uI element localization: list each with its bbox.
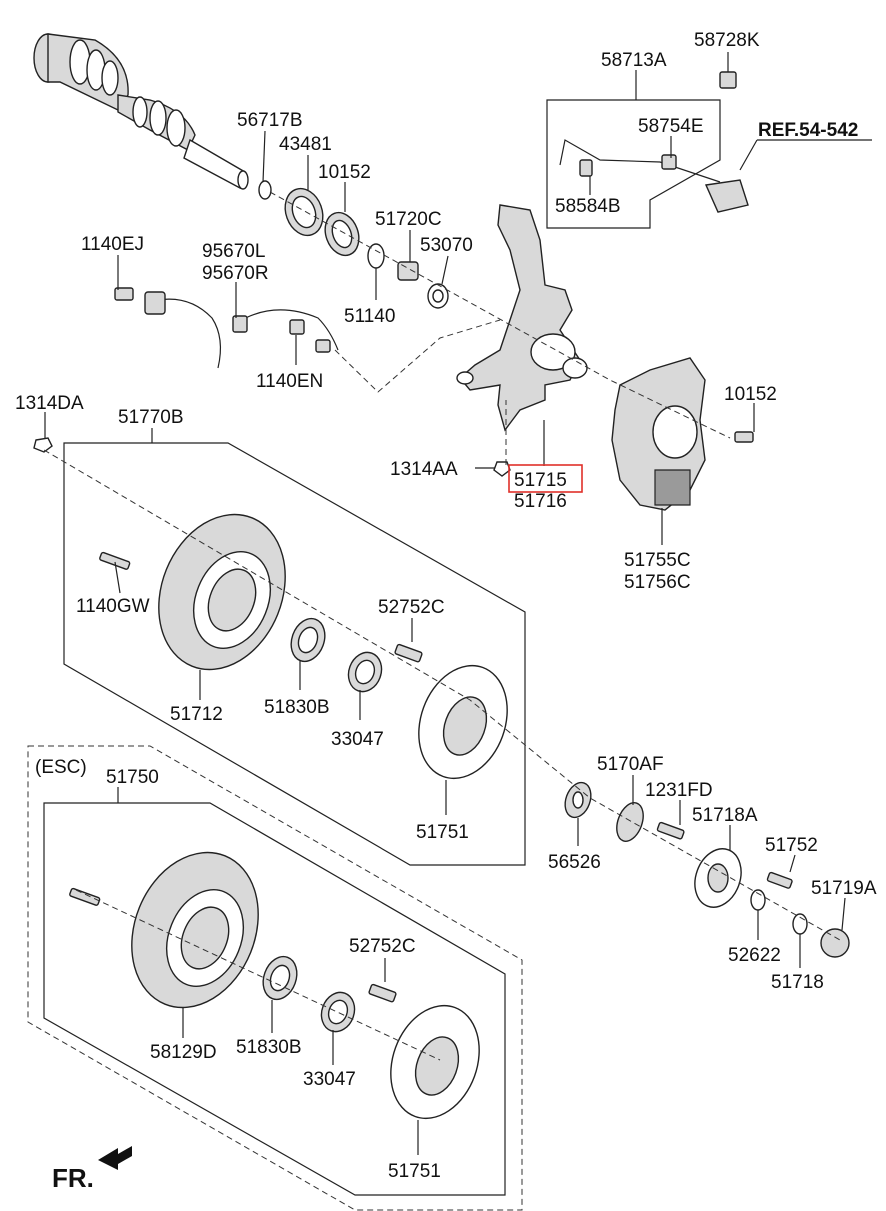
label-52752C-lower[interactable]: 52752C (349, 936, 416, 957)
label-5170AF[interactable]: 5170AF (597, 754, 664, 775)
axis-lines (43, 191, 841, 1061)
label-58728K[interactable]: 58728K (694, 30, 760, 51)
label-51712[interactable]: 51712 (170, 704, 223, 725)
brake-hose-group (546, 71, 749, 229)
label-51720C[interactable]: 51720C (375, 209, 442, 230)
label-58713A[interactable]: 58713A (601, 50, 667, 71)
label-56717B[interactable]: 56717B (237, 110, 303, 131)
label-58129D[interactable]: 58129D (150, 1042, 217, 1063)
label-51756C[interactable]: 51756C (624, 572, 691, 593)
label-51715[interactable]: 51715 (514, 470, 567, 491)
label-10152-lower[interactable]: 10152 (724, 384, 777, 405)
highlight-box[interactable] (508, 464, 583, 493)
front-arrow-icon (98, 1146, 132, 1170)
label-51716[interactable]: 51716 (514, 491, 567, 512)
label-1314DA[interactable]: 1314DA (15, 393, 84, 414)
label-51752[interactable]: 51752 (765, 835, 818, 856)
label-43481[interactable]: 43481 (279, 134, 332, 155)
label-1314AA[interactable]: 1314AA (390, 459, 458, 480)
leader-lines (44, 52, 872, 1155)
label-1140GW[interactable]: 1140GW (76, 596, 150, 617)
label-esc[interactable]: (ESC) (35, 757, 87, 778)
hub-parts-right (564, 781, 850, 958)
label-51751-upper[interactable]: 51751 (416, 822, 469, 843)
label-51718[interactable]: 51718 (771, 972, 824, 993)
label-51755C[interactable]: 51755C (624, 550, 691, 571)
label-51719A[interactable]: 51719A (811, 878, 877, 899)
label-1231FD[interactable]: 1231FD (645, 780, 713, 801)
label-51750[interactable]: 51750 (106, 767, 159, 788)
label-52622[interactable]: 52622 (728, 945, 781, 966)
label-52752C-upper[interactable]: 52752C (378, 597, 445, 618)
label-56526[interactable]: 56526 (548, 852, 601, 873)
label-51770B[interactable]: 51770B (118, 407, 184, 428)
dust-cover (611, 357, 754, 511)
label-51140[interactable]: 51140 (344, 306, 395, 327)
wheel-speed-sensor (114, 287, 339, 369)
label-33047-lower[interactable]: 33047 (303, 1069, 356, 1090)
label-95670L[interactable]: 95670L (202, 241, 265, 262)
rotor-group-upper (33, 437, 526, 866)
drive-shaft (33, 33, 272, 200)
label-51830B-upper[interactable]: 51830B (264, 697, 330, 718)
label-1140EN[interactable]: 1140EN (256, 371, 323, 392)
label-1140EJ[interactable]: 1140EJ (81, 234, 144, 255)
label-51718A[interactable]: 51718A (692, 805, 758, 826)
esc-group (27, 745, 523, 1211)
label-51830B-lower[interactable]: 51830B (236, 1037, 302, 1058)
front-label: FR. (52, 1163, 94, 1193)
label-58584B[interactable]: 58584B (555, 196, 621, 217)
label-ref[interactable]: REF.54-542 (758, 120, 858, 141)
bearing-rings-upper (284, 187, 449, 309)
label-10152-upper[interactable]: 10152 (318, 162, 371, 183)
label-33047-upper[interactable]: 33047 (331, 729, 384, 750)
label-58754E[interactable]: 58754E (638, 116, 704, 137)
label-95670R[interactable]: 95670R (202, 263, 269, 284)
steering-knuckle (456, 204, 588, 477)
label-51751-lower[interactable]: 51751 (388, 1161, 441, 1182)
label-53070[interactable]: 53070 (420, 235, 473, 256)
